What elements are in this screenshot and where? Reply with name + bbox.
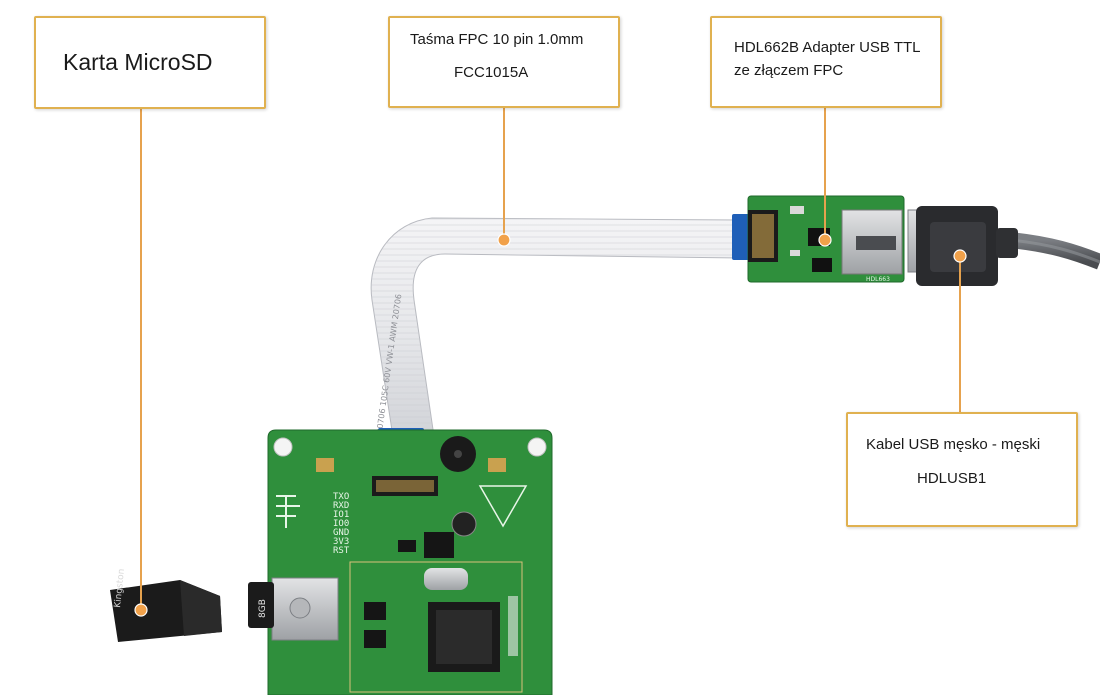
usb-plug	[907, 206, 1018, 286]
microsd-socket: 8GB	[248, 577, 339, 641]
sd-card-size-label: 8GB	[258, 599, 268, 618]
callout-adapter-subtitle: ze złączem FPC	[734, 62, 844, 79]
usb-cable	[1009, 232, 1100, 270]
callout-fpc-cable: Taśma FPC 10 pin 1.0mm FCC1015A	[388, 16, 620, 108]
sd-card-brand-label: Kingston	[113, 568, 127, 608]
adapter-pcb-label: HDL663	[866, 276, 890, 283]
leader-lines	[140, 108, 961, 610]
controller-board: TXO RXD IO1 IO0 GND 3V3 RST	[267, 429, 553, 695]
pin-label: TXO	[333, 492, 349, 502]
pin-label: IO0	[333, 519, 349, 529]
pin-label: GND	[333, 528, 349, 538]
callout-fpc-cable-title: Taśma FPC 10 pin 1.0mm	[410, 31, 584, 48]
callout-microsd: Karta MicroSD	[34, 16, 266, 109]
marker-dot-microsd	[134, 603, 148, 617]
callout-fpc-cable-code: FCC1015A	[454, 64, 529, 81]
pin-label: IO1	[333, 510, 349, 520]
microsd-card-adapter: Kingston	[110, 568, 222, 642]
callout-adapter: HDL662B Adapter USB TTL ze złączem FPC	[710, 16, 942, 108]
callout-microsd-label: Karta MicroSD	[63, 49, 213, 75]
marker-dot-fpc	[497, 233, 511, 247]
callout-usb-cable: Kabel USB męsko - męski HDLUSB1	[846, 412, 1078, 527]
callout-adapter-title: HDL662B Adapter USB TTL	[734, 39, 921, 56]
pin-label: 3V3	[333, 537, 349, 547]
callout-usb-cable-title: Kabel USB męsko - męski	[866, 436, 1041, 453]
fpc-ribbon-cable: 20706 105C 60V VW-1 AWM 20706	[370, 214, 754, 458]
pin-label: RXD	[333, 501, 349, 511]
marker-dot-usb	[953, 249, 967, 263]
marker-dot-adapter	[818, 233, 832, 247]
callout-usb-cable-code: HDLUSB1	[917, 470, 987, 487]
pin-label: RST	[333, 546, 350, 556]
